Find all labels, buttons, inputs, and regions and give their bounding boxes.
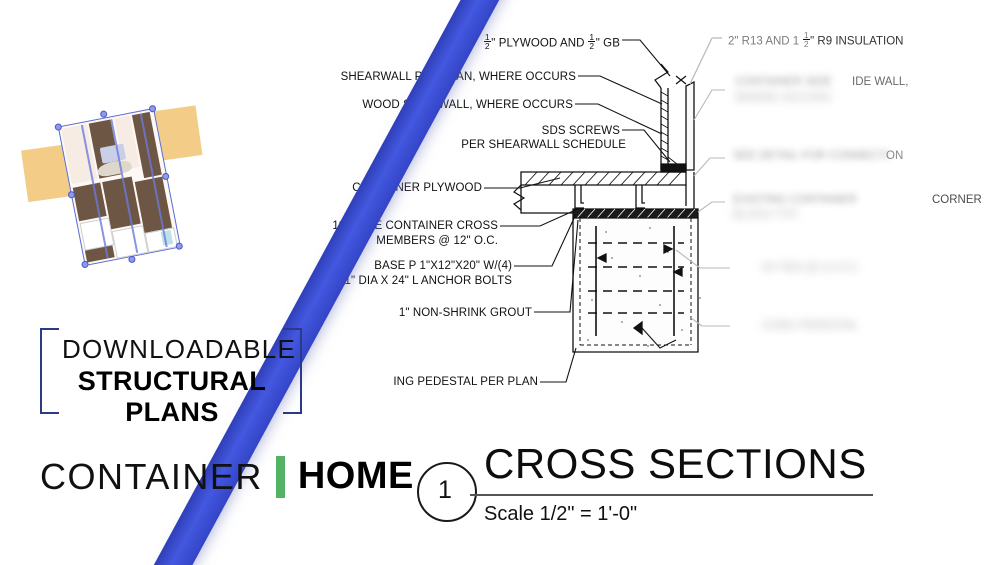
brand-accent-bar [275, 455, 285, 498]
title-rule [470, 494, 873, 496]
annotation-side-wall-2-redacted: WHERE OCCURS [735, 92, 831, 104]
annotation-container-plywood: CONTAINER PLYWOOD [352, 182, 482, 194]
annotation-cross-members-spacing: MEMBERS @ 12" O.C. [376, 235, 498, 247]
bracket-right [283, 328, 302, 414]
badge-line-2: STRUCTURAL PLANS [77, 366, 267, 427]
sheet-scale: Scale 1/2" = 1'-0" [484, 503, 638, 525]
annotation-footing-pedestal: ING PEDESTAL PER PLAN [393, 376, 538, 388]
brand-word-container: CONTAINER [40, 455, 263, 497]
detail-number: 1 [438, 475, 452, 504]
brand-logo: CONTAINER HOME [40, 455, 414, 498]
bracket-left [40, 328, 59, 414]
annotation-corner-2-redacted: BLOCK TYP. [733, 209, 800, 221]
annotation-corner-redacted: EXISTING CONTAINER [733, 194, 857, 206]
annotation-pedestal-redacted: CONC PEDESTAL [762, 320, 859, 332]
annotation-shearwall: SHEARWALL PER PLAN, WHERE OCCURS [340, 71, 576, 83]
annotation-base-plate: BASE P 1"X12"X20" W/(4) [374, 260, 512, 272]
annotation-rebar-redacted: #4 TIES @ 12 O.C. [762, 262, 862, 274]
brand-word-home: HOME [297, 455, 414, 497]
annotation-side-wall-redacted: CONTAINER SIDE [735, 76, 832, 88]
annotation-sds-screws: SDS SCREWS [541, 125, 620, 137]
detail-number-bubble [417, 462, 477, 522]
badge-line-1: DOWNLOADABLE [62, 334, 297, 364]
annotation-connection-redacted: SEE DETAIL FOR CONNECTI [733, 150, 889, 162]
sheet-title: CROSS SECTIONS [484, 440, 867, 487]
annotation-non-shrink-grout: 1" NON-SHRINK GROUT [398, 307, 532, 319]
annotation-connection-tail: ON [886, 150, 904, 162]
annotation-sds-screws-schedule: PER SHEARWALL SCHEDULE [461, 139, 626, 151]
annotation-anchor-bolts: 1" DIA X 24" L ANCHOR BOLTS [344, 275, 512, 287]
annotation-side-wall-tail: IDE WALL, [852, 76, 909, 88]
downloadable-structural-plans-badge: DOWNLOADABLE STRUCTURAL PLANS [40, 328, 302, 427]
annotation-corner-tail: CORNER [932, 194, 982, 206]
